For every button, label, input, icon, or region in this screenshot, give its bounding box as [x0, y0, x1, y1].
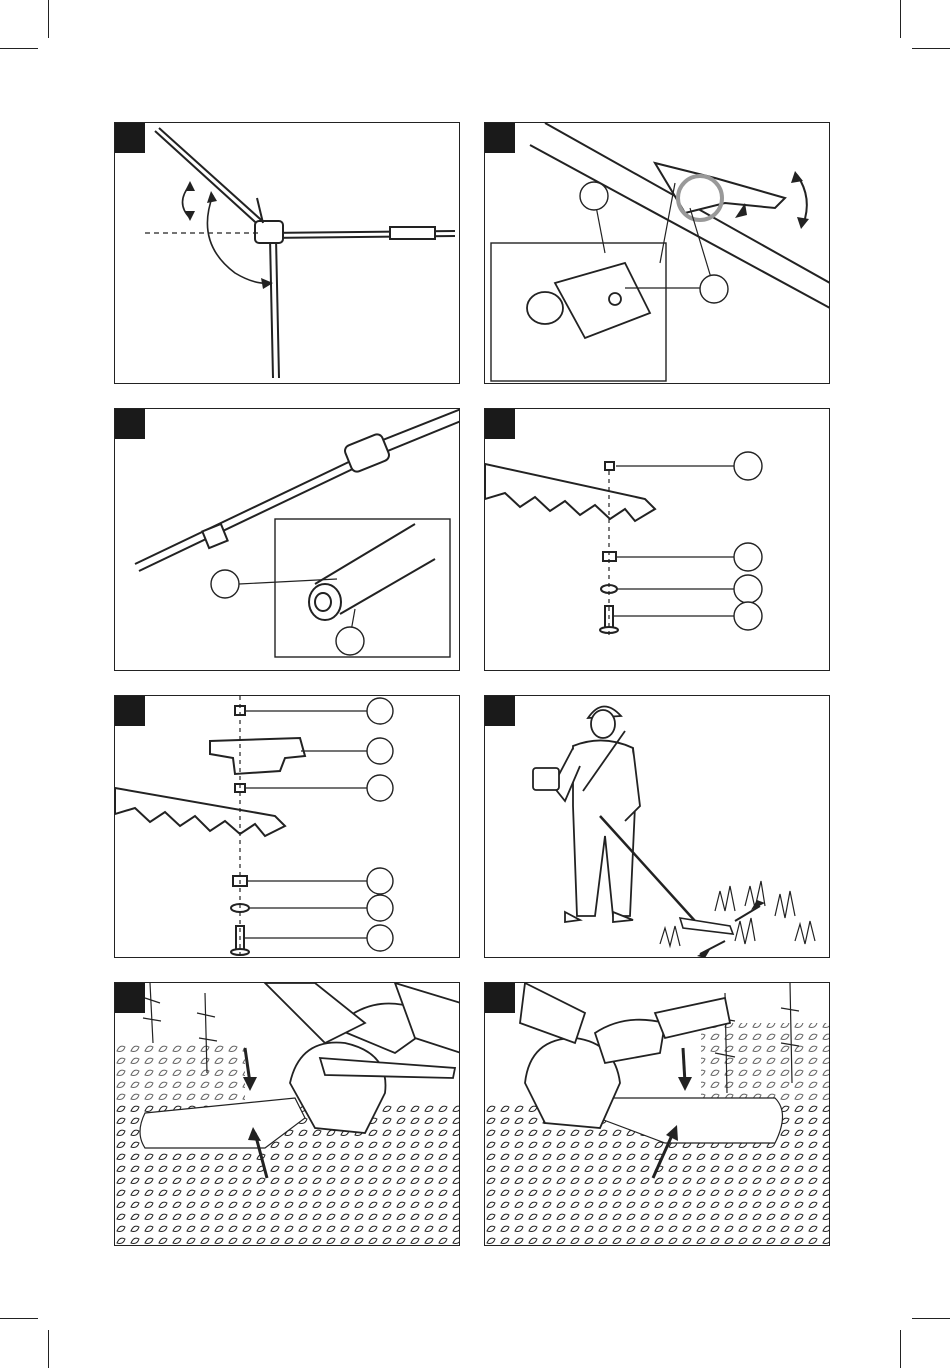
figure-panel-8 — [484, 982, 830, 1246]
callout-circle — [367, 868, 393, 894]
figure-panel-5 — [114, 695, 460, 958]
figure-panel-7 — [114, 982, 460, 1246]
callout-circle — [734, 602, 762, 630]
callout-circle — [734, 543, 762, 571]
lock-lever-icon — [485, 123, 830, 384]
crop-mark — [912, 1318, 950, 1319]
callout-circle — [734, 452, 762, 480]
callout-circle — [336, 627, 364, 655]
blade-assembly-icon — [485, 409, 830, 671]
figure-panel-1 — [114, 122, 460, 384]
crop-mark — [900, 1330, 901, 1368]
cut-up-icon — [485, 983, 830, 1246]
figure-panel-4 — [484, 408, 830, 671]
callout-circle — [734, 575, 762, 603]
figure-panel-3 — [114, 408, 460, 671]
figure-panel-2 — [484, 122, 830, 384]
callout-circle — [367, 775, 393, 801]
operator-icon — [485, 696, 830, 958]
callout-circle — [211, 570, 239, 598]
figure-panel-6 — [484, 695, 830, 958]
crop-mark — [48, 0, 49, 38]
callout-circle — [580, 182, 608, 210]
crop-mark — [900, 0, 901, 38]
angle-adjust-icon — [115, 123, 460, 384]
mount-bracket-icon — [115, 696, 460, 958]
callout-circle — [367, 738, 393, 764]
crop-mark — [0, 48, 38, 49]
callout-circle — [367, 925, 393, 951]
crop-mark — [0, 1318, 38, 1319]
callout-circle — [700, 275, 728, 303]
crop-mark — [48, 1330, 49, 1368]
crop-mark — [912, 48, 950, 49]
cut-down-icon — [115, 983, 460, 1246]
shaft-coupling-icon — [115, 409, 460, 671]
callout-circle — [367, 698, 393, 724]
callout-circle — [367, 895, 393, 921]
